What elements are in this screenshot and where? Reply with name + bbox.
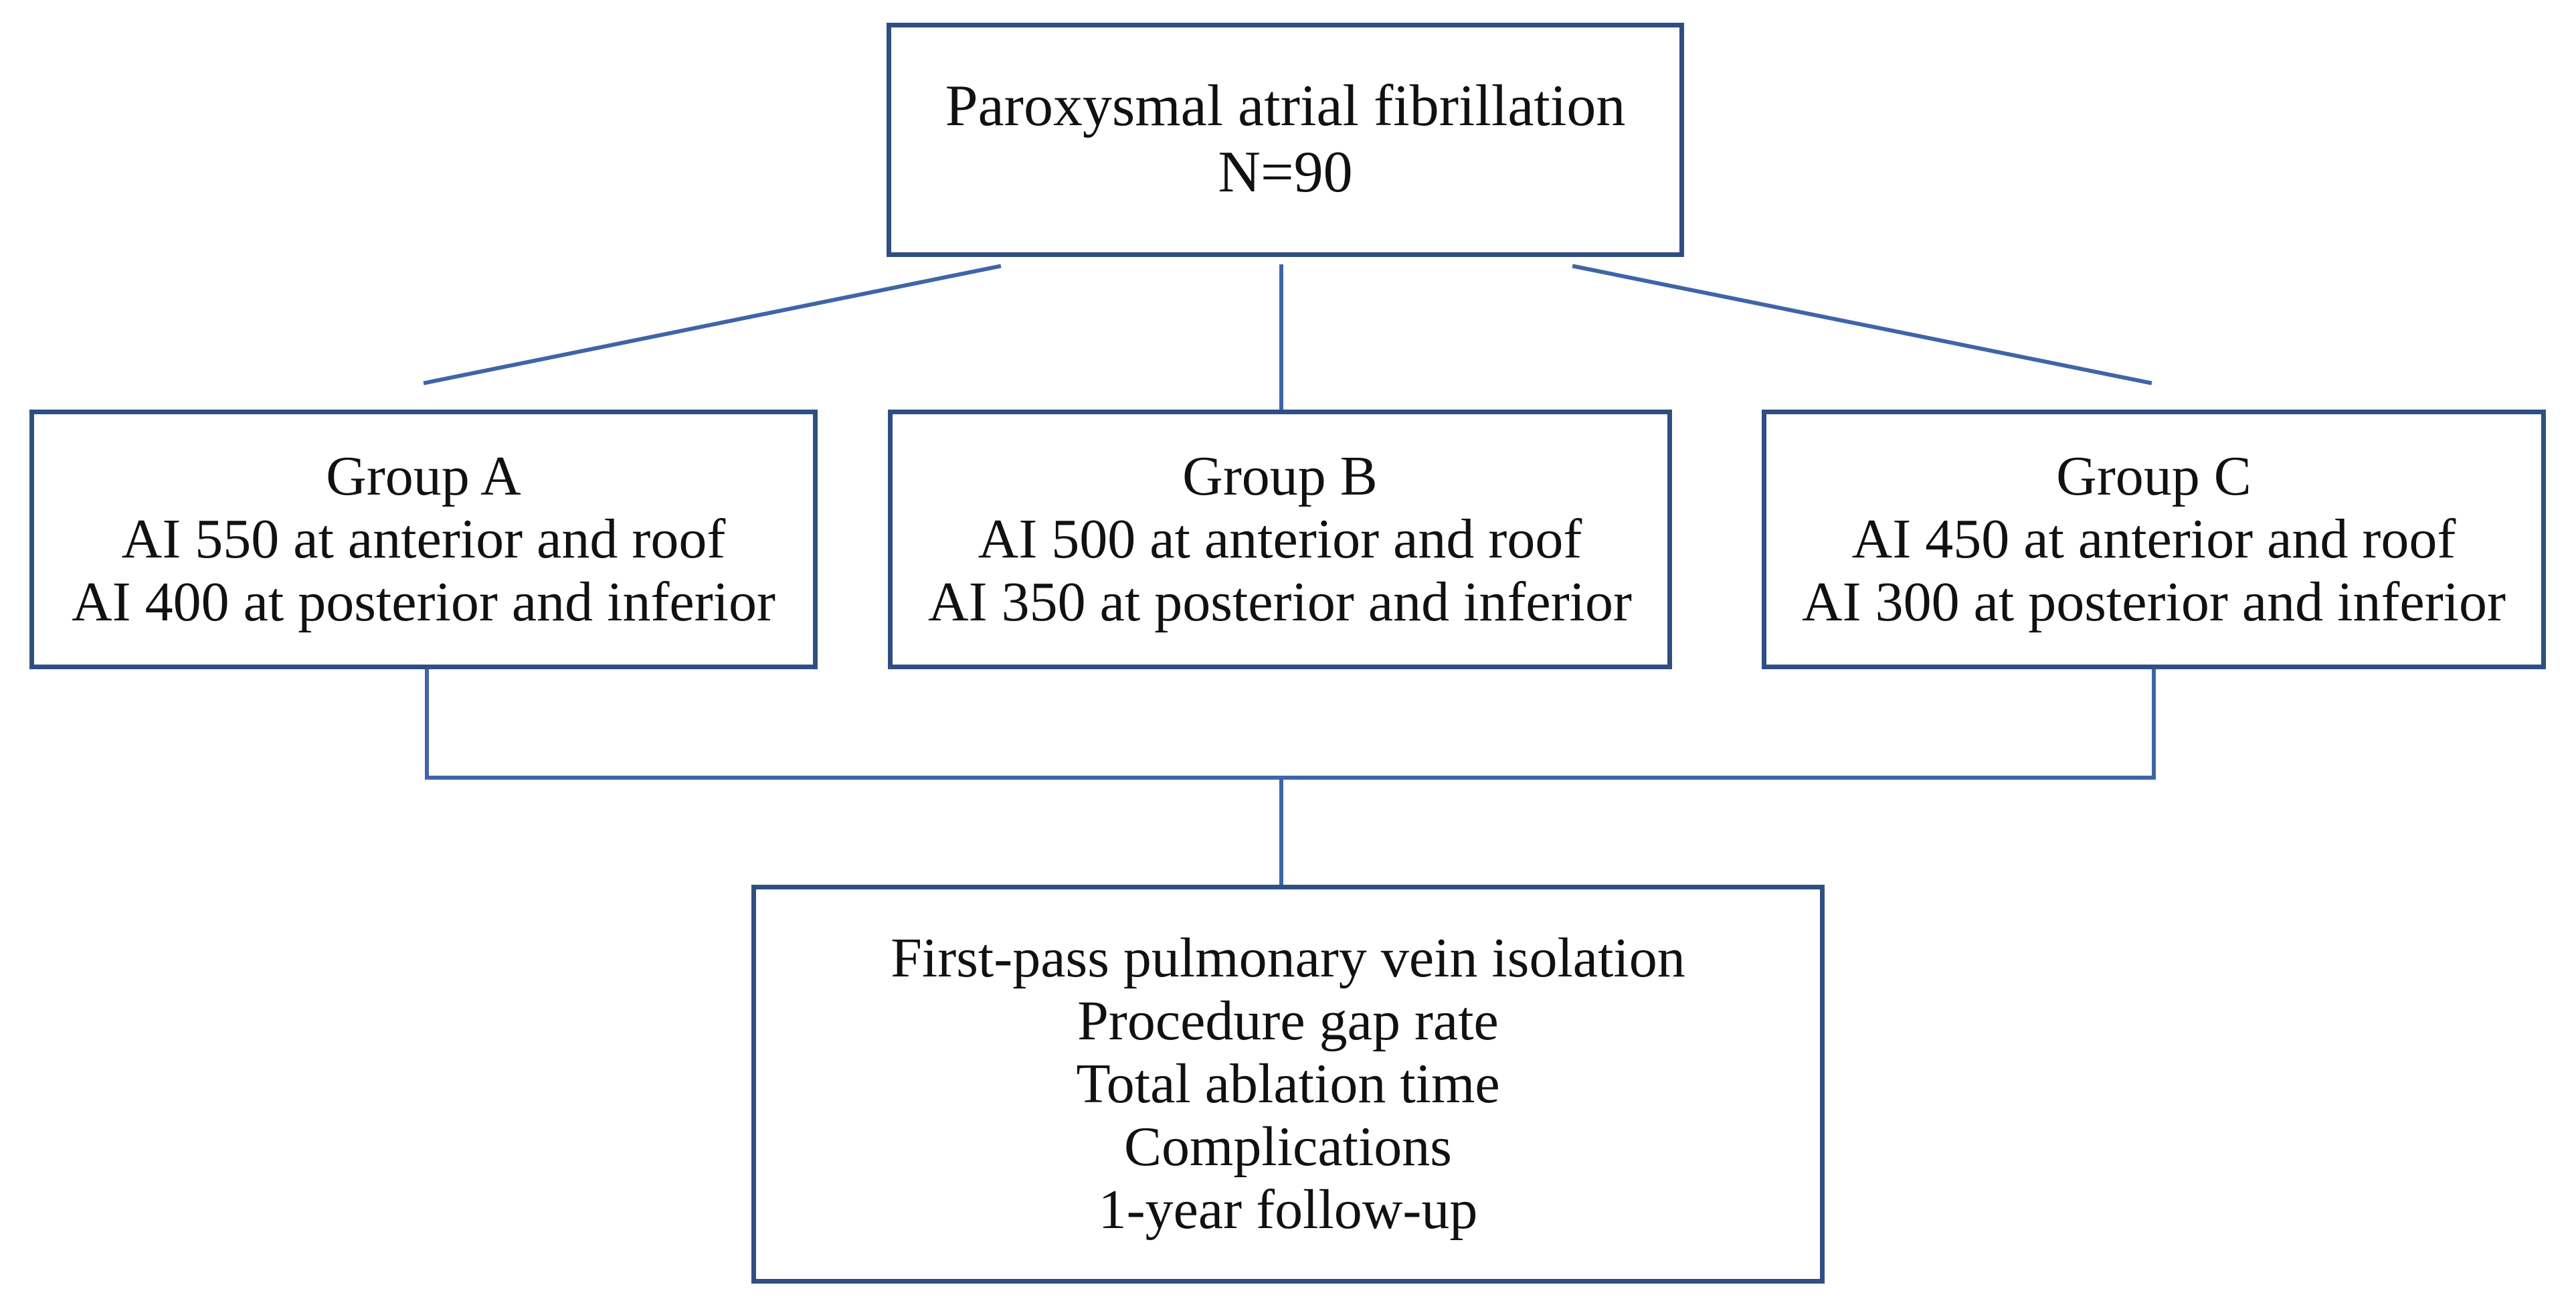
group-a-anterior-roof: AI 550 at anterior and roof: [121, 507, 726, 570]
outcome-follow-up: 1-year follow-up: [1098, 1179, 1478, 1241]
outcome-first-pass-pvi: First-pass pulmonary vein isolation: [891, 926, 1685, 989]
connector-top-to-group-a: [423, 264, 1002, 385]
group-a-title: Group A: [326, 444, 521, 507]
group-b-anterior-roof: AI 500 at anterior and roof: [978, 507, 1582, 570]
group-a-posterior-inferior: AI 400 at posterior and inferior: [71, 571, 775, 634]
group-a-box: Group A AI 550 at anterior and roof AI 4…: [29, 410, 818, 669]
population-title: Paroxysmal atrial fibrillation: [945, 74, 1626, 139]
group-c-box: Group C AI 450 at anterior and roof AI 3…: [1762, 410, 2546, 669]
group-b-title: Group B: [1182, 444, 1378, 507]
population-box: Paroxysmal atrial fibrillation N=90: [887, 23, 1684, 257]
connector-top-to-group-c: [1572, 264, 2152, 385]
group-b-posterior-inferior: AI 350 at posterior and inferior: [927, 571, 1632, 634]
group-c-title: Group C: [2056, 444, 2251, 507]
outcomes-box: First-pass pulmonary vein isolation Proc…: [751, 885, 1825, 1284]
group-c-posterior-inferior: AI 300 at posterior and inferior: [1801, 571, 2506, 634]
outcome-ablation-time: Total ablation time: [1076, 1052, 1500, 1115]
population-count: N=90: [1218, 140, 1353, 205]
group-c-anterior-roof: AI 450 at anterior and roof: [1851, 507, 2456, 570]
outcome-gap-rate: Procedure gap rate: [1077, 989, 1499, 1052]
outcome-complications: Complications: [1124, 1116, 1452, 1179]
group-b-box: Group B AI 500 at anterior and roof AI 3…: [888, 410, 1672, 669]
